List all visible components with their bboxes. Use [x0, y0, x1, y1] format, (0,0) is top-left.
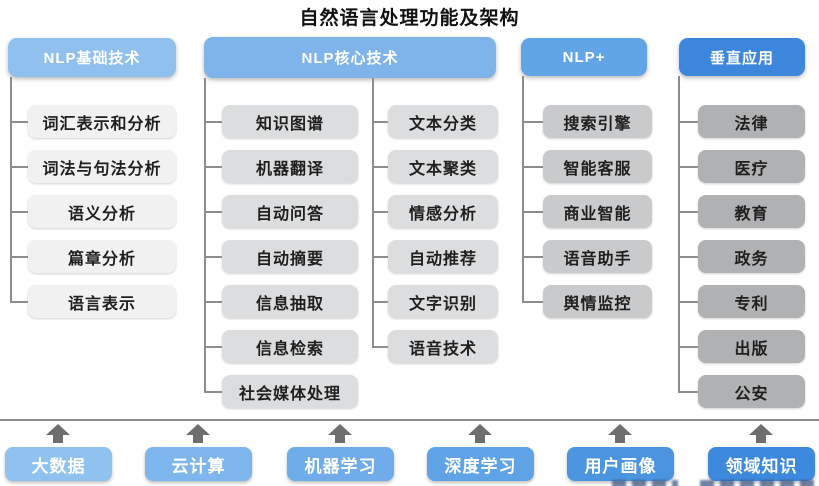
connector-line — [678, 76, 680, 392]
tree-node: 篇章分析 — [10, 240, 176, 273]
column-vertical-apps: 法律 医疗 教育 政务 专利 出版 公安 — [678, 105, 805, 420]
tree-node: 信息检索 — [204, 330, 358, 363]
tree-node: 公安 — [678, 375, 805, 408]
tree-node: 法律 — [678, 105, 805, 138]
tree-node: 语义分析 — [10, 195, 176, 228]
tree-node: 商业智能 — [522, 195, 652, 228]
column-header-nlp-core: NLP核心技术 — [204, 37, 496, 78]
tree-node: 自动问答 — [204, 195, 358, 228]
up-arrow-icon — [467, 424, 493, 443]
tree-node: 词汇表示和分析 — [10, 105, 176, 138]
tree-node: 出版 — [678, 330, 805, 363]
tree-node: 情感分析 — [372, 195, 498, 228]
tree-node: 词法与句法分析 — [10, 150, 176, 183]
foundation-node-big-data: 大数据 — [5, 447, 112, 481]
tree-node: 机器翻译 — [204, 150, 358, 183]
tree-node: 语言表示 — [10, 285, 176, 318]
tree-node: 舆情监控 — [522, 285, 652, 318]
tree-node: 语音技术 — [372, 330, 498, 363]
column-header-nlp-plus: NLP+ — [521, 38, 647, 76]
foundation-node-deep-learning: 深度学习 — [427, 447, 534, 481]
foundation-node-cloud-computing: 云计算 — [145, 447, 252, 481]
watermark-fragment — [700, 480, 815, 486]
connector-line — [204, 78, 206, 392]
tree-node: 专利 — [678, 285, 805, 318]
connector-line — [10, 77, 12, 302]
tree-node: 知识图谱 — [204, 105, 358, 138]
up-arrow-icon — [327, 424, 353, 443]
column-nlp-plus: 搜索引擎 智能客服 商业智能 语音助手 舆情监控 — [522, 105, 652, 330]
tree-node: 医疗 — [678, 150, 805, 183]
tree-node: 搜索引擎 — [522, 105, 652, 138]
tree-node: 智能客服 — [522, 150, 652, 183]
tree-node: 信息抽取 — [204, 285, 358, 318]
diagram-title: 自然语言处理功能及架构 — [299, 8, 520, 29]
column-nlp-core-left: 知识图谱 机器翻译 自动问答 自动摘要 信息抽取 信息检索 社会媒体处理 — [204, 105, 358, 420]
column-nlp-basics: 词汇表示和分析 词法与句法分析 语义分析 篇章分析 语言表示 — [10, 105, 176, 330]
column-header-vertical-apps: 垂直应用 — [679, 38, 805, 76]
foundation-node-domain-knowledge: 领域知识 — [708, 447, 815, 481]
up-arrow-icon — [45, 424, 71, 443]
tree-node: 自动摘要 — [204, 240, 358, 273]
watermark-fragment — [612, 480, 678, 486]
tree-node: 教育 — [678, 195, 805, 228]
foundation-node-user-profile: 用户画像 — [567, 447, 674, 481]
tree-node: 自动推荐 — [372, 240, 498, 273]
up-arrow-icon — [185, 424, 211, 443]
column-header-nlp-basics: NLP基础技术 — [8, 38, 176, 77]
tree-node: 文字识别 — [372, 285, 498, 318]
up-arrow-icon — [607, 424, 633, 443]
up-arrow-icon — [748, 424, 774, 443]
separator-line — [0, 419, 819, 421]
tree-node: 文本聚类 — [372, 150, 498, 183]
column-nlp-core-right: 文本分类 文本聚类 情感分析 自动推荐 文字识别 语音技术 — [372, 105, 498, 375]
foundation-node-machine-learning: 机器学习 — [287, 447, 394, 481]
tree-node: 语音助手 — [522, 240, 652, 273]
tree-node: 文本分类 — [372, 105, 498, 138]
tree-node: 社会媒体处理 — [204, 375, 358, 408]
connector-line — [522, 76, 524, 302]
tree-node: 政务 — [678, 240, 805, 273]
